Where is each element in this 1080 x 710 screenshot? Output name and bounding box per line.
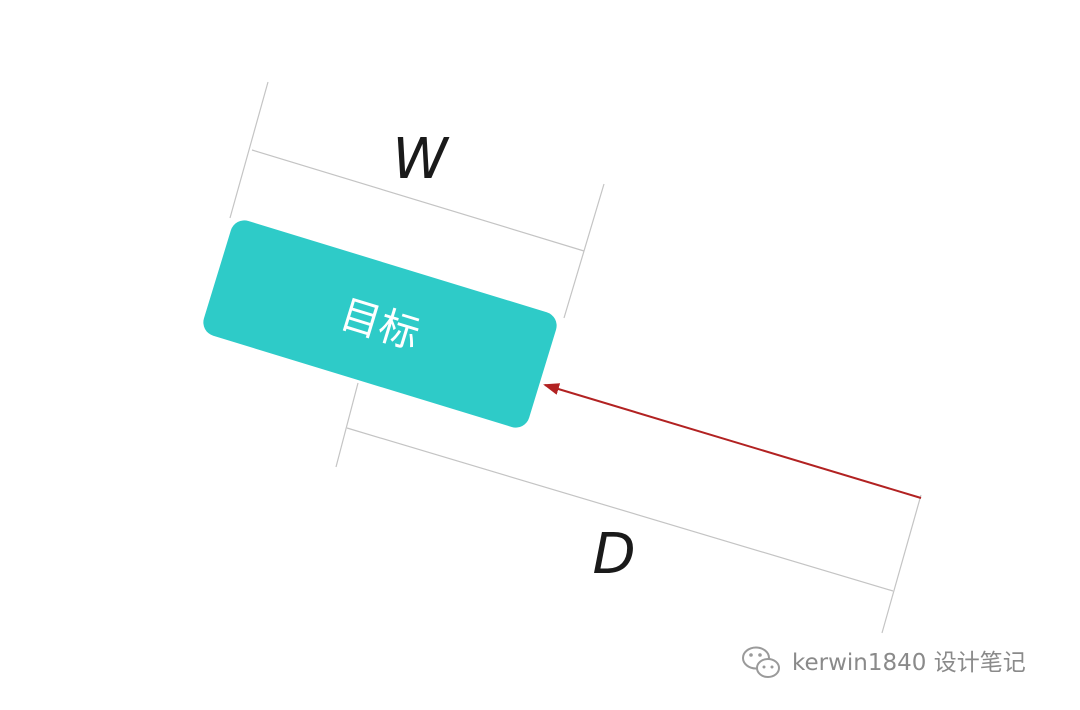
width-extension-line-left <box>229 81 269 219</box>
watermark-text: kerwin1840 设计笔记 <box>792 650 1026 676</box>
distance-extension-line-right <box>881 494 922 634</box>
target-box: 目标 <box>203 220 557 428</box>
watermark: kerwin1840 设计笔记 <box>742 646 1026 678</box>
width-dimension-line <box>251 149 585 252</box>
wechat-icon <box>742 646 780 678</box>
width-label: W <box>392 127 450 192</box>
distance-extension-line-left <box>335 382 359 468</box>
distance-label: D <box>592 522 635 587</box>
movement-arrow <box>543 383 922 499</box>
distance-dimension-line <box>346 427 894 592</box>
